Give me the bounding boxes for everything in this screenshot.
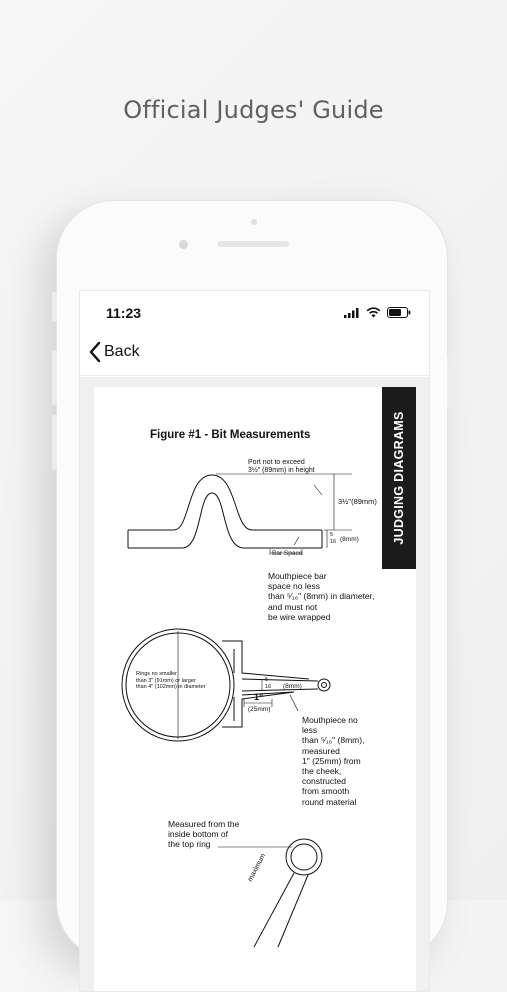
wifi-icon	[366, 307, 381, 318]
ring-dimension-mm: (8mm)	[283, 683, 302, 690]
mouthpiece-port-outline	[128, 474, 322, 531]
rings-note: Rings no smaller than 3" (91mm) or large…	[136, 671, 206, 691]
phone-frame: 11:23	[52, 200, 452, 992]
lower-shank	[253, 872, 309, 948]
mouthpiece-shank	[241, 678, 319, 692]
ring-dimension-fraction: 5 16	[265, 677, 272, 690]
bar-space-label: Bar Space	[272, 550, 303, 557]
cheek-dimension: 1"	[254, 692, 264, 702]
nav-bar: Back	[80, 335, 429, 376]
document-page: JUDGING DIAGRAMS Figure #1 - Bit Measure…	[94, 387, 416, 991]
document-viewer[interactable]: JUDGING DIAGRAMS Figure #1 - Bit Measure…	[80, 377, 429, 991]
earpiece-speaker	[217, 241, 289, 247]
measured-note: Measured from the inside bottom of the t…	[168, 819, 240, 850]
power-button	[447, 355, 452, 410]
cheek-piece	[222, 640, 310, 728]
chevron-left-icon	[89, 341, 101, 363]
status-time: 11:23	[106, 305, 142, 321]
back-label: Back	[104, 343, 140, 360]
mouthpiece-bar-note: Mouthpiece bar space no less than ⁵⁄₁₆" …	[268, 571, 375, 622]
mouthpiece-note-leader	[289, 694, 299, 712]
cheek-dimension-mm: (25mm)	[248, 706, 271, 713]
top-ring	[285, 838, 323, 876]
mute-switch	[52, 292, 57, 322]
headline: Official Judges' Guide	[123, 96, 384, 124]
port-note: Port not to exceed 3½" (89mm) in height	[248, 459, 315, 474]
section-tab: JUDGING DIAGRAMS	[382, 387, 416, 569]
bar-dimension-mm: (8mm)	[340, 536, 359, 543]
sensor	[251, 219, 257, 225]
figure-title: Figure #1 - Bit Measurements	[150, 429, 311, 441]
volume-up-button	[52, 350, 57, 405]
shank-eye-inner	[321, 682, 327, 688]
back-button[interactable]: Back	[88, 341, 140, 363]
front-camera	[179, 240, 188, 249]
bar-note-leader	[293, 536, 300, 546]
status-bar: 11:23	[80, 291, 429, 335]
top-ring-inner	[290, 843, 318, 871]
bit-ring	[121, 628, 235, 742]
port-dimension: 3½"(89mm)	[338, 497, 377, 506]
shank-eye	[317, 678, 331, 692]
bar-dimension-fraction: 5 16	[330, 532, 337, 545]
mouthpiece-port-inner	[128, 492, 322, 549]
signal-icon	[344, 307, 359, 318]
port-note-leader	[313, 484, 323, 496]
volume-down-button	[52, 415, 57, 470]
mouthpiece-note: Mouthpiece no less than ⁵⁄₁₆" (8mm), mea…	[302, 715, 365, 807]
battery-icon	[387, 307, 411, 318]
phone-screen: 11:23	[79, 290, 430, 992]
